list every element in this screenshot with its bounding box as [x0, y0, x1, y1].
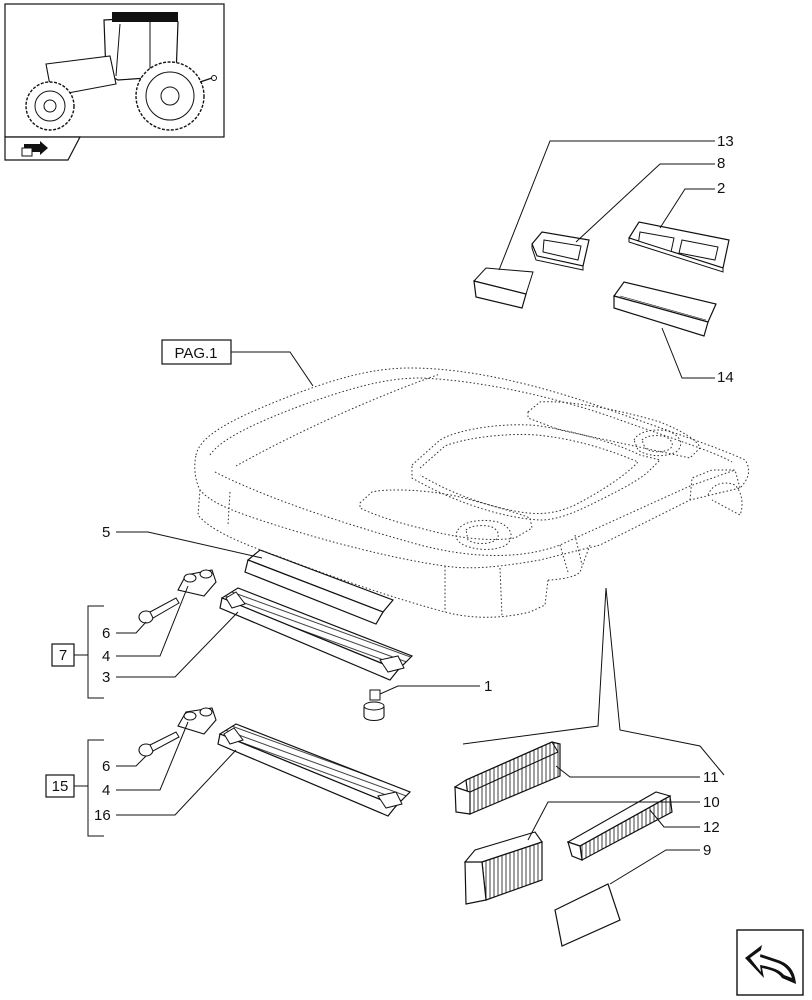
label-6b: 6 — [102, 758, 110, 775]
label-12: 12 — [703, 819, 720, 836]
part-16-ribbed-panel — [217, 723, 412, 817]
part-9-flat-pad — [554, 883, 621, 947]
kit-label-15: 15 — [52, 778, 69, 795]
kit-label-7: 7 — [59, 647, 67, 664]
part-14-long-lens — [613, 281, 717, 337]
part-1-knob — [363, 689, 385, 722]
leader-lines-top — [498, 140, 715, 379]
part-13-lens — [473, 267, 534, 309]
label-13: 13 — [717, 133, 734, 150]
cab-roof-outline — [194, 367, 750, 618]
part-6-pin-upper — [138, 597, 180, 624]
part-8-gasket — [531, 231, 590, 271]
label-4a: 4 — [102, 648, 110, 665]
part-11-ribbed-lamp — [453, 741, 561, 815]
label-4b: 4 — [102, 782, 110, 799]
folder-arrow-icon[interactable] — [4, 136, 81, 161]
label-3: 3 — [102, 669, 110, 686]
leader-lines-bottom — [527, 765, 700, 885]
part-2-double-gasket — [628, 221, 730, 273]
label-8: 8 — [717, 155, 725, 172]
leader-lines-left — [74, 531, 480, 837]
label-10: 10 — [703, 794, 720, 811]
label-5: 5 — [102, 524, 110, 541]
part-4-hinge-lower — [177, 707, 217, 735]
tractor-thumbnail-icon — [4, 3, 225, 138]
page-ref-label: PAG.1 — [174, 345, 217, 362]
page-ref-pag1[interactable]: PAG.1 — [161, 339, 314, 387]
callout-labels: 13 8 2 14 5 6 4 3 6 4 16 1 11 10 12 9 — [94, 133, 734, 859]
label-14: 14 — [717, 369, 734, 386]
label-9: 9 — [703, 842, 711, 859]
part-4-hinge-upper — [177, 569, 217, 597]
label-16: 16 — [94, 807, 111, 824]
label-1: 1 — [484, 678, 492, 695]
label-6a: 6 — [102, 625, 110, 642]
part-5-panel — [244, 549, 395, 625]
return-arrow-icon[interactable] — [736, 929, 804, 996]
part-3-ribbed-panel — [219, 587, 414, 681]
kit-box-7[interactable]: 7 — [51, 643, 75, 667]
label-11: 11 — [703, 769, 719, 786]
part-10-ribbed-lamp — [463, 831, 543, 905]
detail-callout-lines — [462, 587, 725, 776]
part-6-pin-lower — [138, 731, 180, 757]
label-2: 2 — [717, 180, 725, 197]
kit-box-15[interactable]: 15 — [45, 774, 75, 798]
part-12-dotted-lamp — [566, 791, 673, 861]
